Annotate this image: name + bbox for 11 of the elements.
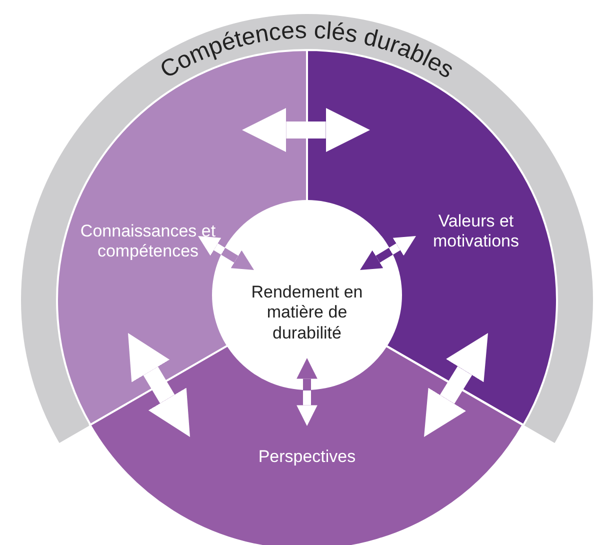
double-arrow [198,236,254,270]
segment-label: Valeurs et motivations [432,212,520,252]
outer-ring-band [21,14,593,443]
double-arrow [128,333,190,437]
center-label: Rendement en matière de durabilité [250,282,364,344]
double-arrow [360,236,416,270]
double-arrow [242,108,370,152]
segment-label: Connaissances et compétences [79,222,217,262]
double-arrow [296,358,318,426]
segment-label: Perspectives [257,446,357,468]
double-arrow [424,333,488,437]
